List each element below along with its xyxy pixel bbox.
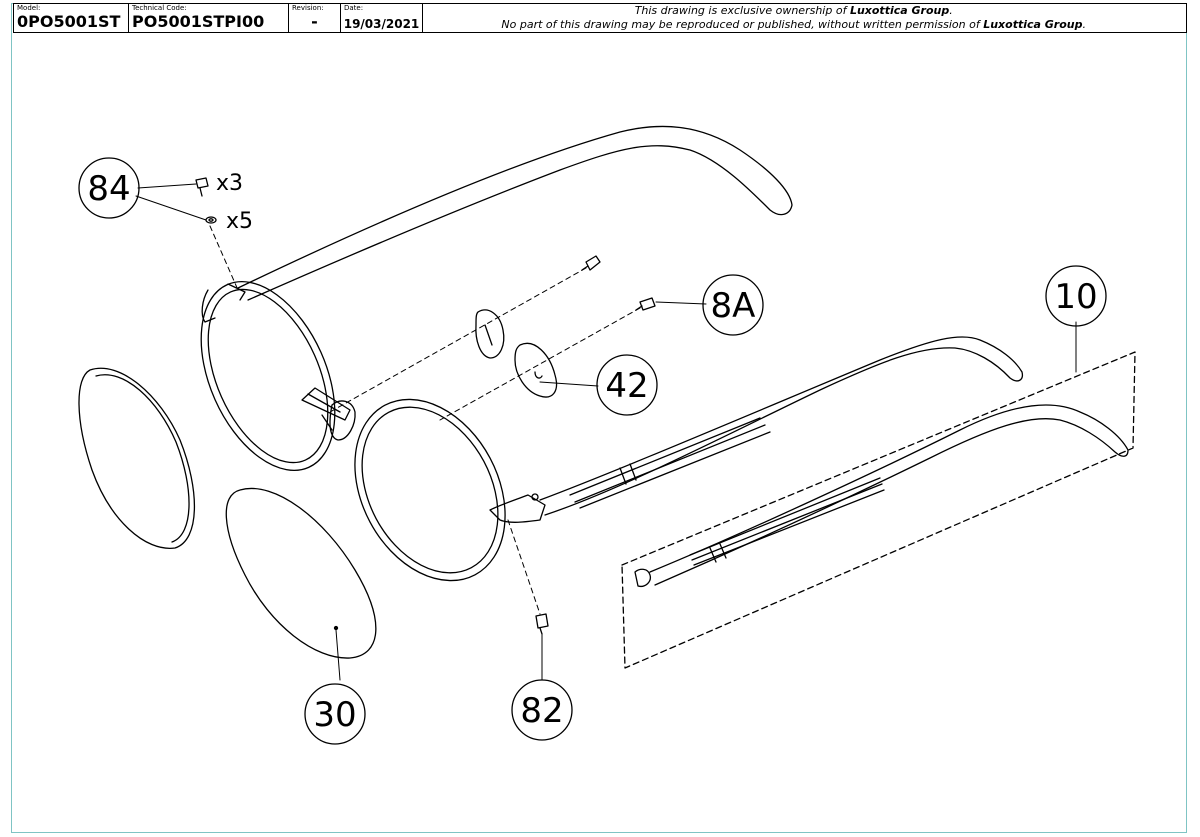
left-temple bbox=[237, 125, 793, 301]
revision-value: - bbox=[311, 12, 318, 31]
bridge bbox=[301, 387, 356, 441]
notice-line2-suffix: . bbox=[1082, 18, 1087, 31]
model-cell: Model: 0PO5001ST bbox=[14, 4, 129, 32]
notice-line1-suffix: . bbox=[949, 4, 953, 17]
callout-30-label: 30 bbox=[313, 695, 356, 735]
detached-temple bbox=[621, 351, 1136, 669]
left-rim bbox=[200, 280, 336, 472]
screw-82 bbox=[535, 613, 549, 635]
callout-42-label: 42 bbox=[605, 366, 648, 406]
date-value: 19/03/2021 bbox=[343, 17, 420, 31]
assembly-lines bbox=[209, 225, 641, 615]
callout-30: 30 bbox=[304, 683, 366, 745]
notice-line1-owner: Luxottica Group bbox=[849, 4, 950, 17]
nose-pad-right bbox=[514, 342, 558, 398]
notice-cell: This drawing is exclusive ownership of L… bbox=[423, 4, 1186, 32]
technical-code-value: PO5001STPI00 bbox=[132, 12, 265, 31]
lens-front bbox=[225, 487, 377, 659]
revision-cell: Revision: - bbox=[289, 4, 341, 32]
model-caption: Model: bbox=[17, 4, 41, 12]
date-cell: Date: 19/03/2021 bbox=[341, 4, 423, 32]
qty-x3-label: x3 bbox=[216, 171, 243, 196]
right-rim bbox=[354, 398, 506, 582]
callout-8A: 8A bbox=[702, 274, 764, 336]
callout-82-label: 82 bbox=[520, 691, 563, 731]
leader-lines bbox=[135, 183, 1077, 681]
technical-code-caption: Technical Code: bbox=[132, 4, 187, 12]
right-temple-mounted bbox=[489, 336, 1024, 523]
callout-82: 82 bbox=[511, 679, 573, 741]
notice-line2-prefix: No part of this drawing may be reproduce… bbox=[501, 18, 984, 31]
ownership-notice: This drawing is exclusive ownership of L… bbox=[501, 4, 1086, 32]
qty-x5-label: x5 bbox=[226, 209, 253, 234]
callout-84-label: 84 bbox=[87, 169, 130, 209]
notice-line1-prefix: This drawing is exclusive ownership of bbox=[634, 4, 850, 17]
revision-caption: Revision: bbox=[292, 4, 324, 12]
callout-8A-label: 8A bbox=[711, 286, 756, 326]
title-block: Model: 0PO5001ST Technical Code: PO5001S… bbox=[13, 3, 1187, 33]
model-value: 0PO5001ST bbox=[17, 12, 121, 31]
notice-line2-owner: Luxottica Group bbox=[983, 18, 1083, 31]
screw-top-84 bbox=[195, 177, 209, 197]
date-caption: Date: bbox=[344, 4, 364, 12]
lens-rear bbox=[78, 367, 196, 549]
callout-84: 84 bbox=[78, 157, 140, 219]
washer-84 bbox=[205, 216, 217, 224]
nose-pad-left bbox=[475, 309, 505, 359]
callout-10: 10 bbox=[1045, 265, 1107, 327]
technical-code-cell: Technical Code: PO5001STPI00 bbox=[129, 4, 289, 32]
callout-10-label: 10 bbox=[1054, 277, 1097, 317]
screw-nose-upper bbox=[581, 255, 601, 271]
callout-42: 42 bbox=[596, 354, 658, 416]
